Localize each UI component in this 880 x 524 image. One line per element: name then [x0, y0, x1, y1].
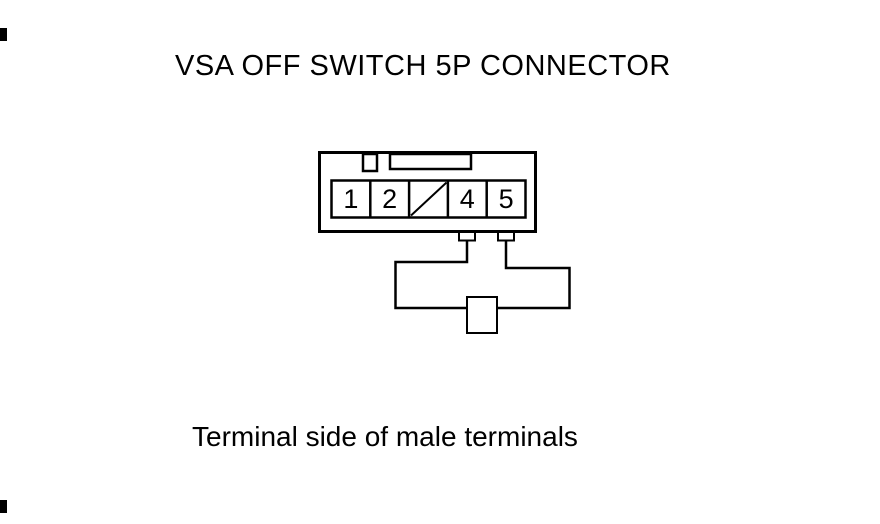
switch-element-box: [466, 296, 498, 334]
wire-pin5: [497, 240, 571, 310]
diagram-title: VSA OFF SWITCH 5P CONNECTOR: [175, 50, 671, 82]
connector-housing-outline: [318, 151, 537, 233]
housing-key-tab-wide: [388, 152, 473, 171]
wire-pin4: [394, 240, 469, 310]
pin-label-1: 1: [343, 184, 358, 214]
diagram-caption: Terminal side of male terminals: [192, 421, 578, 452]
pin-label-5: 5: [499, 184, 514, 214]
page-edge-mark-top-left: [0, 28, 7, 41]
pin-label-4: 4: [460, 184, 475, 214]
pin3-blocked-diagonal-icon: [410, 181, 448, 217]
page-edge-mark-bottom-left: [0, 500, 7, 513]
housing-key-tab-small: [361, 152, 379, 173]
pin-row-outline: [330, 179, 527, 219]
pin-label-2: 2: [382, 184, 397, 214]
